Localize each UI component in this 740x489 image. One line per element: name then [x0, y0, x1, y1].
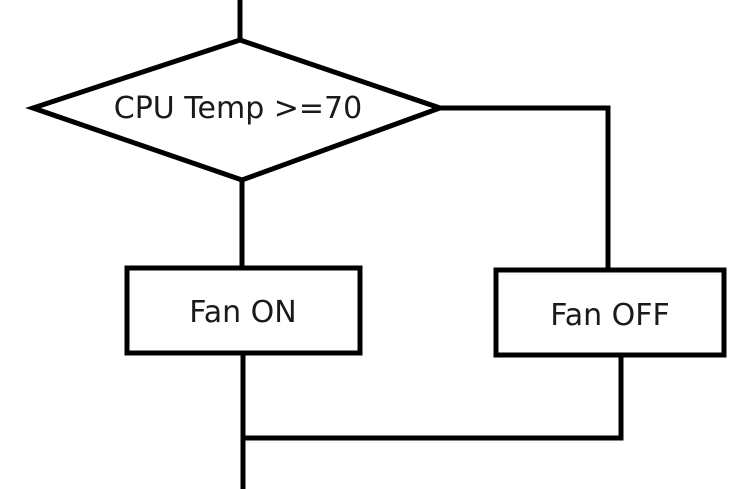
- decision-diamond: [25, 37, 448, 183]
- fan-off-box: [493, 267, 727, 358]
- fan-off-label: Fan OFF: [550, 298, 670, 333]
- fan-on-box: [124, 265, 363, 356]
- edge-fan-off-to-merge: [240, 353, 624, 441]
- decision-node: CPU Temp >=70: [25, 37, 448, 183]
- decision-label: CPU Temp >=70: [114, 91, 362, 126]
- fan-on-node: Fan ON: [124, 265, 363, 356]
- fan-on-label: Fan ON: [189, 295, 297, 330]
- fan-off-node: Fan OFF: [493, 267, 727, 358]
- edge-decision-to-fan-off: [437, 105, 611, 271]
